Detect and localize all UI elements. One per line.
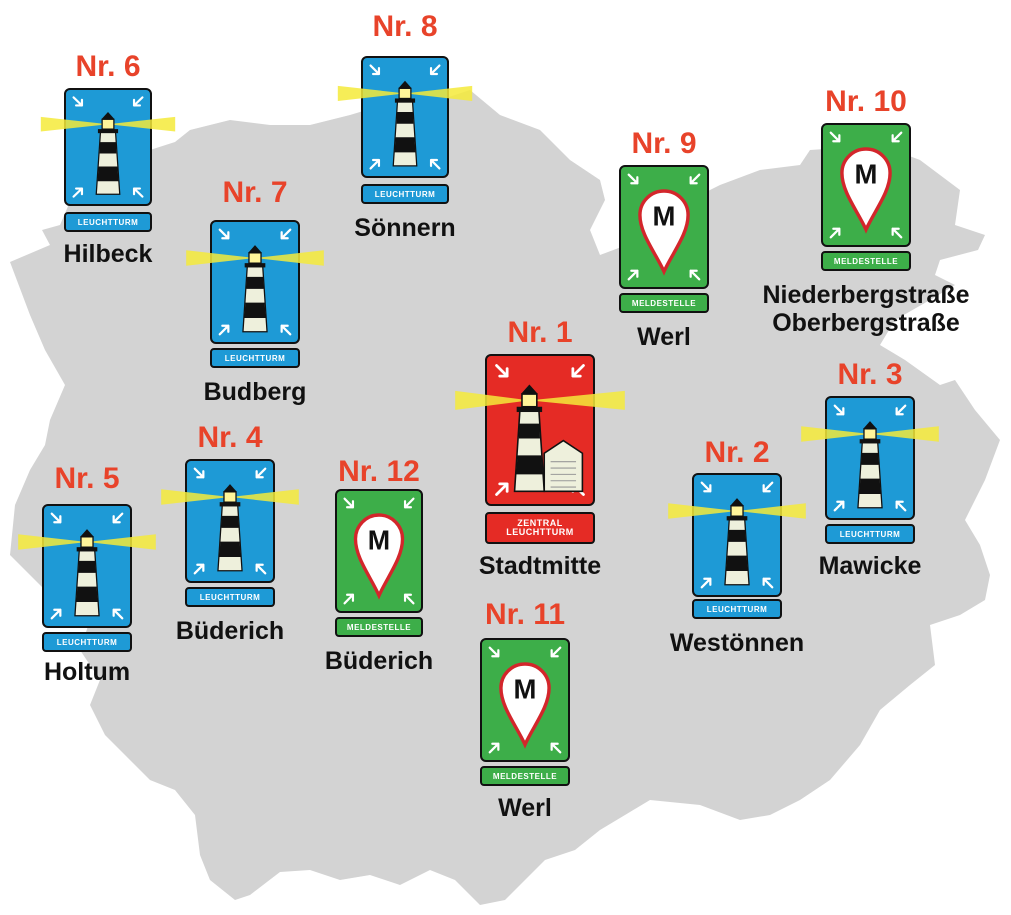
marker-number: Nr. 4: [197, 421, 263, 454]
marker-number: Nr. 1: [507, 316, 573, 349]
marker-nr7[interactable]: Nr. 7 LEUCHTTURM Budberg: [185, 176, 325, 476]
svg-text:M: M: [653, 200, 676, 231]
sign-plate: LEUCHTTURM: [42, 632, 132, 652]
map-pin-m-icon: M: [335, 489, 423, 613]
marker-nr12[interactable]: Nr. 12 M MELDESTELLE Büderich: [309, 455, 449, 755]
place-name: Holtum: [43, 658, 131, 686]
marker-nr6[interactable]: Nr. 6 LEUCHTTURM Hilbeck: [38, 50, 178, 350]
marker-number: Nr. 11: [484, 598, 566, 631]
sign-plate: ZENTRAL LEUCHTTURM: [485, 512, 595, 544]
marker-number: Nr. 5: [54, 462, 120, 495]
place-name: Niederbergstraße Oberbergstraße: [762, 281, 970, 337]
marker-number: Nr. 3: [837, 358, 903, 391]
sign-plate: LEUCHTTURM: [64, 212, 152, 232]
place-name: Sönnern: [354, 214, 456, 242]
place-name: Werl: [498, 794, 552, 822]
lighthouse-garage-icon: [455, 354, 625, 506]
marker-nr3[interactable]: Nr. 3 LEUCHTTURM Mawicke: [800, 358, 940, 658]
place-name: Hilbeck: [63, 240, 153, 268]
lighthouse-icon: [801, 396, 939, 520]
place-name: Stadtmitte: [478, 552, 602, 580]
sign-plate: MELDESTELLE: [619, 293, 709, 313]
marker-number: Nr. 2: [704, 436, 770, 469]
sign-plate: LEUCHTTURM: [361, 184, 449, 204]
place-name: Büderich: [175, 617, 285, 645]
map-pin-m-icon: M: [821, 123, 911, 247]
sign-plate: LEUCHTTURM: [825, 524, 915, 544]
marker-nr4[interactable]: Nr. 4 LEUCHTTURM Büderich: [160, 421, 300, 721]
lighthouse-icon: [186, 220, 324, 344]
sign-plate: MELDESTELLE: [335, 617, 423, 637]
sign-plate: LEUCHTTURM: [185, 587, 275, 607]
svg-text:M: M: [514, 673, 537, 704]
marker-nr11[interactable]: Nr. 11 M MELDESTELLE Werl: [455, 598, 595, 898]
lighthouse-icon: [161, 459, 299, 583]
place-name: Mawicke: [818, 552, 922, 580]
lighthouse-icon: [668, 473, 806, 597]
marker-nr8[interactable]: Nr. 8 LEUCHTTURM Sönnern: [335, 10, 475, 310]
place-name: Budberg: [203, 378, 307, 406]
marker-nr9[interactable]: Nr. 9 M MELDESTELLE Werl: [594, 127, 734, 427]
marker-number: Nr. 10: [825, 85, 907, 118]
sign-plate: MELDESTELLE: [480, 766, 570, 786]
marker-number: Nr. 9: [631, 127, 697, 160]
marker-nr10[interactable]: Nr. 10 M MELDESTELLE Niederbergstraße Ob…: [762, 85, 969, 385]
svg-text:M: M: [368, 524, 390, 555]
lighthouse-icon: [18, 504, 156, 628]
marker-number: Nr. 8: [372, 10, 438, 43]
sign-plate: LEUCHTTURM: [692, 599, 782, 619]
place-name: Werl: [637, 323, 691, 351]
place-name: Büderich: [324, 647, 434, 675]
lighthouse-icon: [337, 56, 473, 178]
sign-plate: MELDESTELLE: [821, 251, 911, 271]
marker-nr2[interactable]: Nr. 2 LEUCHTTURM Westönnen: [667, 436, 807, 736]
marker-nr5[interactable]: Nr. 5 LEUCHTTURM Holtum: [17, 462, 157, 762]
map-pin-m-icon: M: [480, 638, 570, 762]
marker-number: Nr. 7: [222, 176, 288, 209]
sign-plate: LEUCHTTURM: [210, 348, 300, 368]
place-name: Westönnen: [669, 629, 805, 657]
map-pin-m-icon: M: [619, 165, 709, 289]
marker-number: Nr. 6: [75, 50, 141, 83]
svg-text:M: M: [855, 158, 878, 189]
marker-number: Nr. 12: [338, 455, 420, 488]
lighthouse-icon: [40, 88, 176, 206]
marker-nr1[interactable]: Nr. 1 ZENTRAL LEUCHTTURM Stadtmitte: [455, 316, 625, 616]
